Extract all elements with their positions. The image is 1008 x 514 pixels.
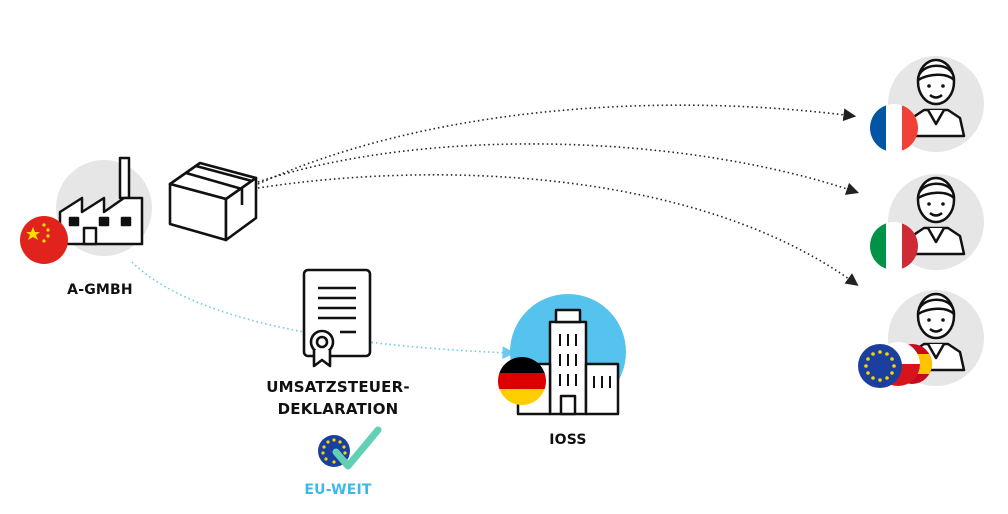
package-icon <box>168 161 258 242</box>
customer-eu <box>858 290 984 388</box>
company-node <box>20 156 152 264</box>
italy-flag-icon <box>870 222 918 270</box>
customer-icon <box>906 58 966 138</box>
china-flag-icon <box>20 216 68 264</box>
declaration-label-line1: UMSATZSTEUER- <box>266 378 410 396</box>
arrow-to-eu-customers <box>257 174 859 286</box>
arrow-to-france <box>257 104 857 185</box>
certificate-icon <box>302 268 372 368</box>
customer-italy <box>870 174 984 270</box>
eu-wide-label: EU-WEIT <box>304 482 372 498</box>
declaration-label-line2: DEKLARATION <box>277 400 399 418</box>
eu-flag-icon <box>858 344 902 388</box>
ioss-node <box>498 294 626 416</box>
customer-france <box>870 56 984 152</box>
factory-icon <box>58 156 144 246</box>
flow-arrows <box>131 104 860 360</box>
company-label: A-GMBH <box>67 282 133 298</box>
france-flag-icon <box>870 104 918 152</box>
ioss-label: IOSS <box>549 432 587 448</box>
germany-flag-icon <box>498 357 546 405</box>
eu-check-icon <box>318 426 382 470</box>
